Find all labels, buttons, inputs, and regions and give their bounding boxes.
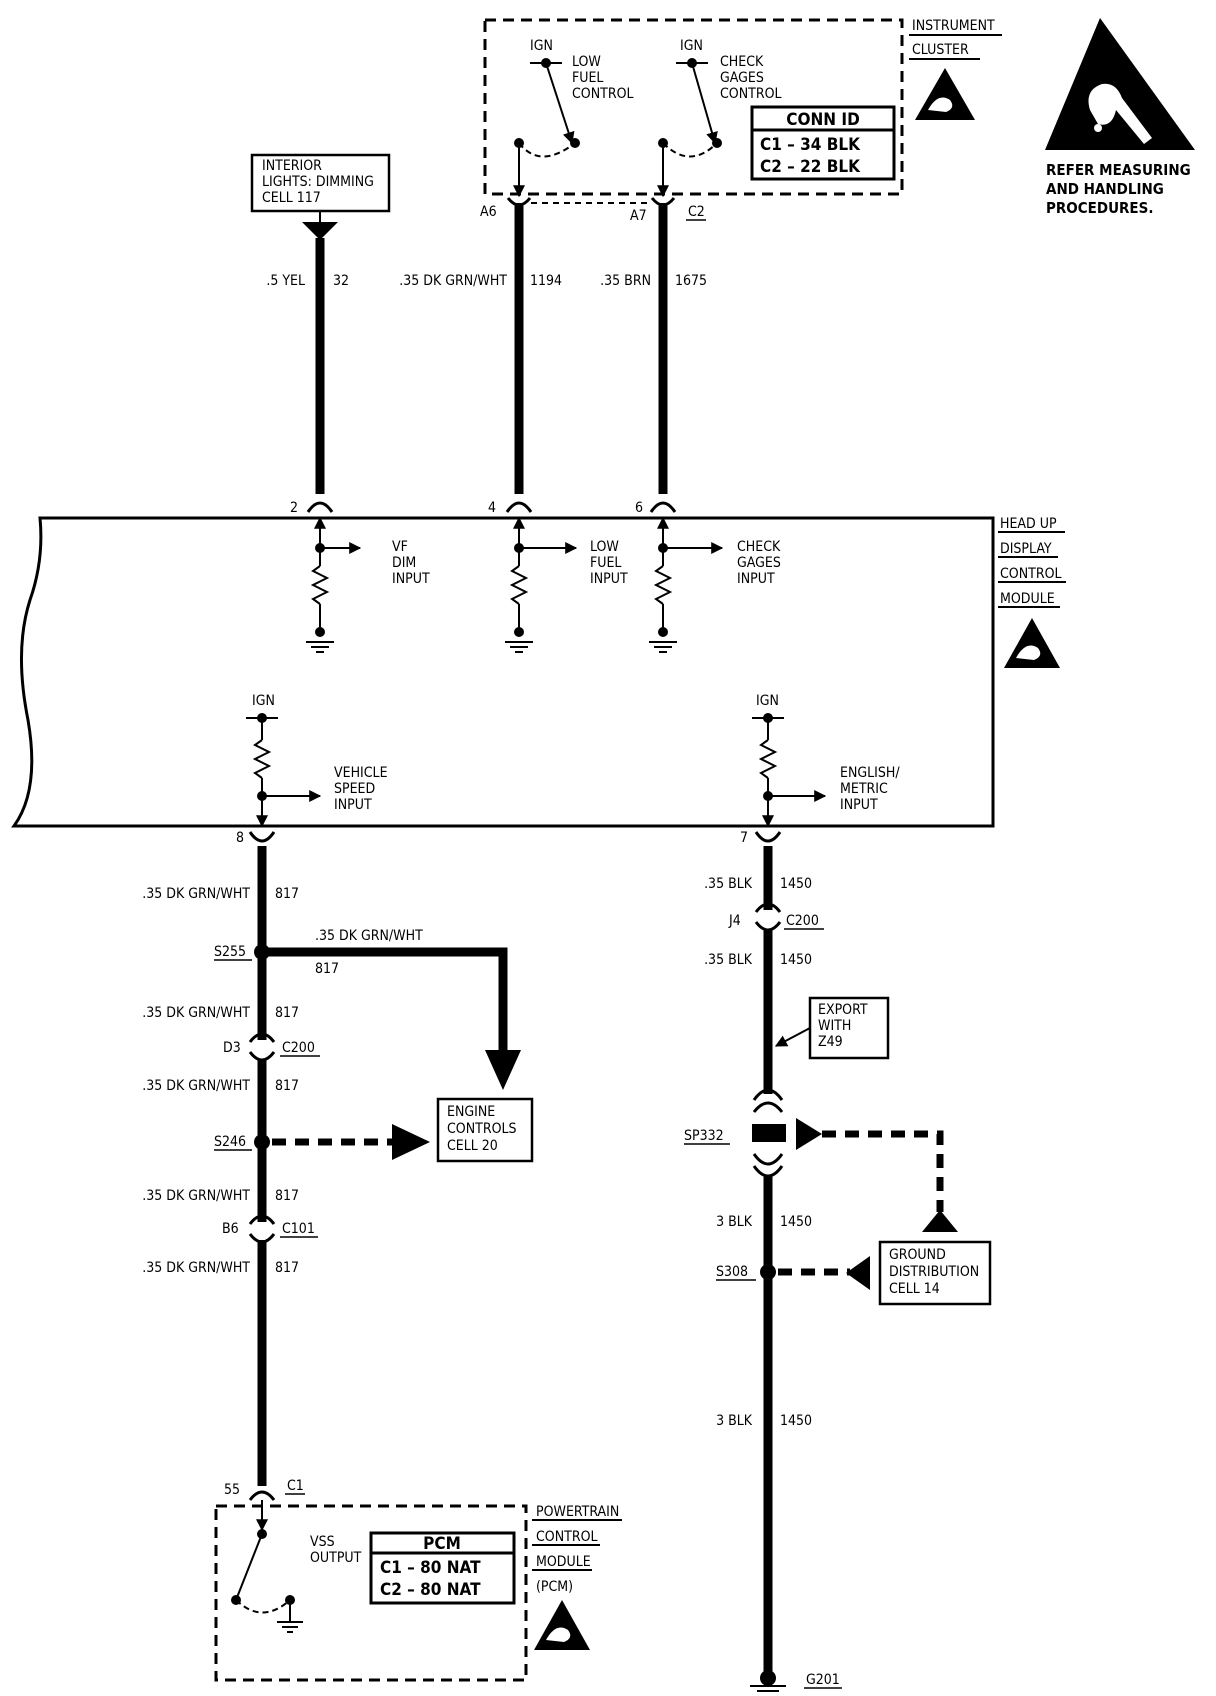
- pin-j4: J4: [728, 913, 741, 929]
- svg-text:.35 BLK: .35 BLK: [704, 876, 753, 892]
- svg-text:IGN: IGN: [252, 693, 275, 709]
- splice-sp332: SP332: [684, 1128, 724, 1144]
- pin-b6: B6: [222, 1221, 239, 1237]
- svg-text:.35 DK GRN/WHT: .35 DK GRN/WHT: [142, 1078, 250, 1094]
- svg-text:C1 – 80 NAT: C1 – 80 NAT: [380, 1558, 481, 1578]
- pin-4: 4: [488, 500, 496, 516]
- svg-text:CONN ID: CONN ID: [786, 110, 860, 130]
- esd-warning-icon: [1045, 18, 1195, 150]
- wire-circuit: 1675: [675, 273, 707, 289]
- svg-text:1450: 1450: [780, 876, 812, 892]
- wire-label: .35 BRN: [600, 273, 651, 289]
- ground-g201: G201: [806, 1672, 840, 1688]
- left-circuit-817: .35 DK GRN/WHT 817 S255 .35 DK GRN/WHT 8…: [142, 846, 534, 1501]
- connector-c200: C200: [282, 1040, 315, 1056]
- svg-text:817: 817: [275, 1260, 299, 1276]
- esd-small-icon-cluster: [915, 68, 975, 120]
- svg-text:.35 BLK: .35 BLK: [704, 952, 753, 968]
- svg-text:C2 – 80 NAT: C2 – 80 NAT: [380, 1580, 481, 1600]
- ign-label: IGN: [680, 38, 703, 54]
- ign-label: IGN: [530, 38, 553, 54]
- esd-small-icon-hud: [1004, 618, 1060, 668]
- svg-text:817: 817: [275, 1078, 299, 1094]
- svg-text:3 BLK: 3 BLK: [716, 1413, 753, 1429]
- right-circuit-1450: .35 BLK 1450 J4 C200 .35 BLK 1450 EXPORT…: [684, 846, 992, 1692]
- svg-text:1450: 1450: [780, 1413, 812, 1429]
- wire-label: .5 YEL: [266, 273, 305, 289]
- svg-text:3 BLK: 3 BLK: [716, 1214, 753, 1230]
- connector-c1: C1: [287, 1478, 304, 1494]
- conn-id-table: CONN ID C1 – 34 BLK C2 – 22 BLK: [750, 105, 896, 181]
- svg-text:PCM: PCM: [423, 1534, 461, 1554]
- connector-c101: C101: [282, 1221, 315, 1237]
- svg-text:C2 – 22 BLK: C2 – 22 BLK: [760, 157, 861, 177]
- connector-c2: C2: [688, 204, 705, 220]
- splice-s255: S255: [214, 944, 246, 960]
- connector-c200: C200: [786, 913, 819, 929]
- pcm-conn-table: PCM C1 – 80 NAT C2 – 80 NAT: [369, 1531, 516, 1605]
- svg-text:1450: 1450: [780, 952, 812, 968]
- pin-d3: D3: [223, 1040, 241, 1056]
- svg-text:817: 817: [275, 886, 299, 902]
- pin-2: 2: [290, 500, 298, 516]
- svg-text:.35 DK GRN/WHT: .35 DK GRN/WHT: [142, 1260, 250, 1276]
- wire-circuit: 32: [333, 273, 349, 289]
- instrument-cluster-box: [483, 18, 904, 196]
- instrument-cluster-title: INSTRUMENT: [912, 18, 995, 34]
- pin-a6: A6: [480, 204, 497, 220]
- svg-text:817: 817: [315, 961, 339, 977]
- svg-text:IGN: IGN: [756, 693, 779, 709]
- svg-text:.35 DK GRN/WHT: .35 DK GRN/WHT: [142, 886, 250, 902]
- svg-text:.35 DK GRN/WHT: .35 DK GRN/WHT: [142, 1005, 250, 1021]
- pin-a7: A7: [630, 208, 647, 224]
- pin-8: 8: [236, 830, 244, 846]
- svg-text:C1 – 34 BLK: C1 – 34 BLK: [760, 135, 861, 155]
- svg-text:817: 817: [275, 1005, 299, 1021]
- svg-text:817: 817: [275, 1188, 299, 1204]
- splice-s246: S246: [214, 1134, 246, 1150]
- top-wires: .5 YEL 32 .35 DK GRN/WHT 1194 .35 BRN 16…: [266, 203, 707, 494]
- svg-text:.35 DK GRN/WHT: .35 DK GRN/WHT: [315, 928, 423, 944]
- pin-6: 6: [635, 500, 643, 516]
- splice-s308: S308: [716, 1264, 748, 1280]
- instrument-cluster-title-2: CLUSTER: [912, 42, 969, 58]
- svg-text:1450: 1450: [780, 1214, 812, 1230]
- svg-text:.35 DK GRN/WHT: .35 DK GRN/WHT: [142, 1188, 250, 1204]
- esd-small-icon-pcm: [534, 1600, 590, 1650]
- wire-label: .35 DK GRN/WHT: [399, 273, 507, 289]
- pin-7: 7: [740, 830, 748, 846]
- pin-55: 55: [224, 1482, 240, 1498]
- wire-circuit: 1194: [530, 273, 562, 289]
